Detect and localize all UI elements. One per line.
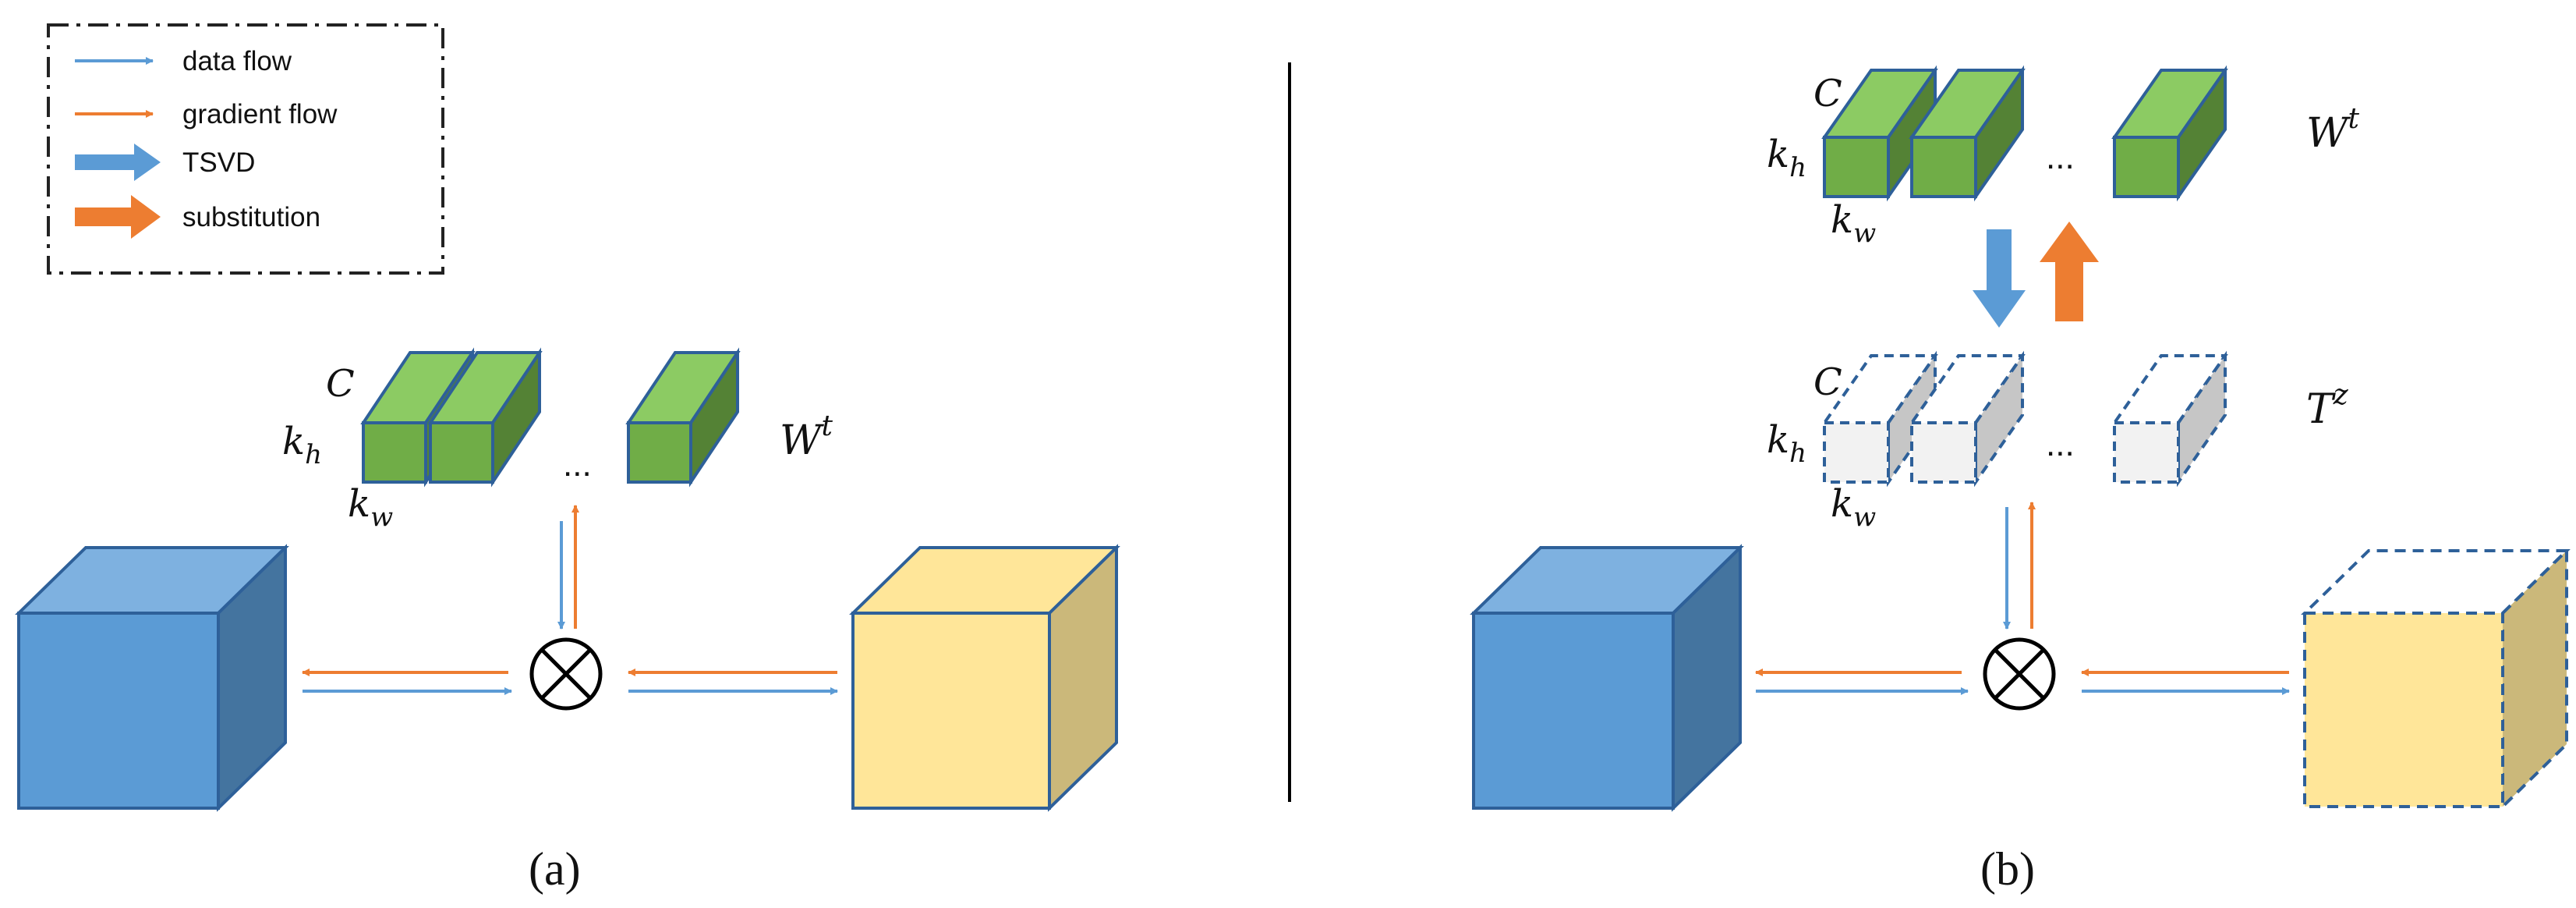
caption-b: (b) xyxy=(1980,843,2035,895)
multiply-operator-b xyxy=(1983,637,2056,711)
tsvd-arrow xyxy=(1973,229,2026,328)
bottom-label-c: C xyxy=(1813,360,1842,404)
output-feature-cube xyxy=(849,544,1120,812)
legend-tsvd-arrow xyxy=(75,144,161,181)
kernel-block-top-1 xyxy=(1821,65,1938,202)
legend-gradient-flow-label: gradient flow xyxy=(182,99,338,129)
legend-box xyxy=(47,23,444,275)
substitution-arrow xyxy=(2040,222,2099,321)
kernel-block-3 xyxy=(625,347,741,488)
legend-substitution-label: substitution xyxy=(182,202,320,232)
ellipsis: ... xyxy=(563,445,592,484)
top-label-kw: kw xyxy=(1831,198,1876,249)
kernel-block-bottom-3 xyxy=(2111,350,2228,488)
input-feature-cube xyxy=(15,544,289,812)
weight-label: Wt xyxy=(780,410,833,464)
label-kh: kh xyxy=(282,420,322,470)
kernel-block-2 xyxy=(427,347,543,488)
tensor-label: Tz xyxy=(2306,379,2349,433)
panel-a: C kh kw ... Wt (a) xyxy=(15,347,1120,895)
bottom-label-kh: kh xyxy=(1767,418,1806,469)
multiply-operator xyxy=(529,637,603,711)
bottom-label-kw: kw xyxy=(1831,482,1876,533)
label-c: C xyxy=(326,362,355,406)
caption-a: (a) xyxy=(529,843,581,895)
top-ellipsis: ... xyxy=(2046,138,2075,176)
kernel-block-bottom-2 xyxy=(1909,350,2026,488)
label-kw: kw xyxy=(348,482,393,533)
kernel-block-top-3 xyxy=(2111,65,2228,202)
legend-tsvd-label: TSVD xyxy=(182,147,255,178)
input-feature-cube-b xyxy=(1470,544,1744,812)
legend-data-flow-label: data flow xyxy=(182,46,292,76)
legend: data flow gradient flow TSVD substitutio… xyxy=(47,23,444,275)
legend-substitution-arrow xyxy=(75,195,161,239)
panel-b: C kh kw ... Wt C kh kw ... Tz xyxy=(1470,65,2571,895)
kernel-block-top-2 xyxy=(1909,65,2026,202)
weight-label-b: Wt xyxy=(2306,103,2359,157)
top-label-kh: kh xyxy=(1767,133,1806,183)
top-label-c: C xyxy=(1813,72,1842,115)
output-feature-cube-b xyxy=(2301,547,2571,810)
bottom-ellipsis: ... xyxy=(2046,425,2075,463)
